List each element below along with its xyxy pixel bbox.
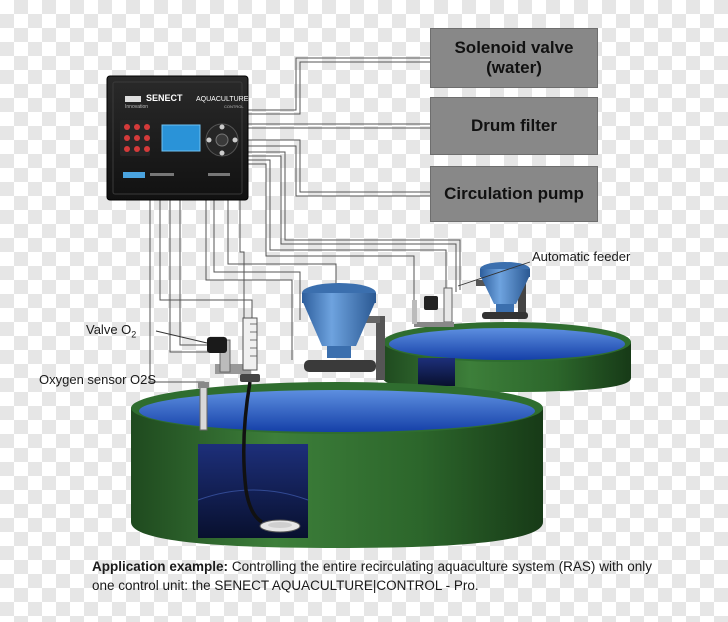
instruments-right [412,287,454,327]
caption-text: Controlling the entire recirculating aqu… [92,559,653,593]
valve-o2-text: Valve O [86,322,132,337]
drum-filter-box: Drum filter [430,97,598,155]
controller-brand: SENECT [146,93,183,103]
oxygen-sensor-label: Oxygen sensor O2S [39,372,157,387]
label-leaders [155,261,531,344]
valve-o2-label: Valve O2 [86,322,136,340]
valve-o2-subscript: 2 [131,329,137,340]
tank-front [131,382,543,548]
solenoid-valve-label-line1: Solenoid valve [454,38,574,57]
caption-bold: Application example: [92,559,228,574]
automatic-feeder-right [476,262,530,319]
tank-back [383,322,631,392]
circulation-pump-box: Circulation pump [430,166,598,222]
automatic-feeder-label: Automatic feeder [532,249,631,264]
controller-brand-sub: Innovation [125,104,148,110]
solenoid-valve-label-line2: (water) [486,58,542,77]
drum-filter-label: Drum filter [471,116,557,135]
control-unit [106,75,249,201]
instruments-left [198,317,263,524]
control-wires [149,57,461,390]
controller-model: AQUACULTURE [196,96,249,103]
circulation-pump-label: Circulation pump [444,184,584,203]
solenoid-valve-box: Solenoid valve (water) [430,28,598,88]
application-caption: Application example: Controlling the ent… [92,557,652,595]
controller-model-sub: CONTROL [224,104,244,109]
automatic-feeder-left [302,283,385,380]
